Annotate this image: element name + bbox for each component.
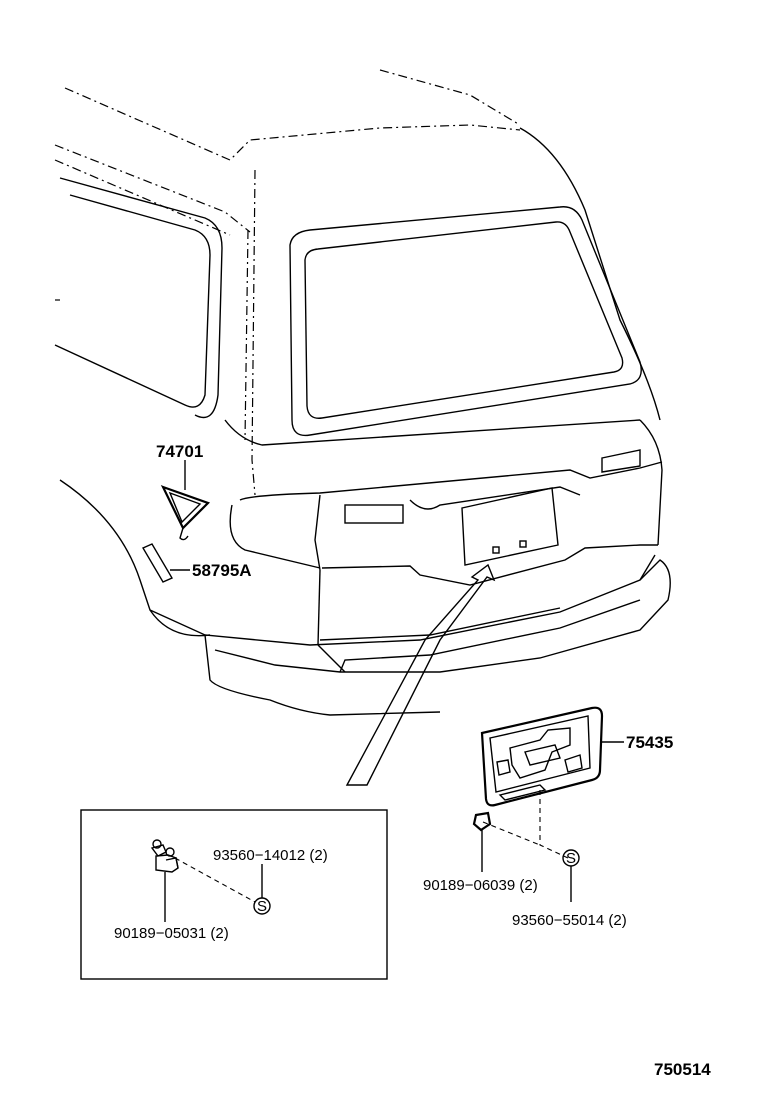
detail-screw-s-symbol: S (253, 897, 271, 915)
assembly-line-bracket (539, 790, 569, 859)
vehicle-rear-view (54, 69, 671, 716)
label-90189-06039: 90189−06039 (2) (423, 877, 538, 894)
diagram-id: 750514 (654, 1060, 711, 1079)
warning-triangle-part (160, 485, 211, 541)
s-symbol-text: S (566, 850, 576, 867)
label-93560-14012: 93560−14012 (2) (213, 847, 328, 864)
detail-assembly-line (174, 857, 256, 903)
label-90189-05031: 90189−05031 (2) (114, 925, 229, 942)
label-74701: 74701 (156, 442, 203, 461)
assembly-line-clip (482, 821, 541, 846)
callout-arrow (345, 563, 496, 786)
screw-s-symbol: S (562, 849, 580, 867)
detail-s-symbol-text: S (257, 898, 267, 915)
license-plate-bracket (480, 706, 604, 807)
clip-part (472, 811, 492, 832)
label-58795a: 58795A (192, 561, 252, 580)
label-93560-55014: 93560−55014 (2) (512, 912, 627, 929)
detail-inset: S 93560−14012 (2) 90189−05031 (2) (80, 809, 388, 980)
label-75435: 75435 (626, 733, 673, 752)
detail-clip (150, 839, 179, 873)
strip-part (141, 543, 174, 583)
